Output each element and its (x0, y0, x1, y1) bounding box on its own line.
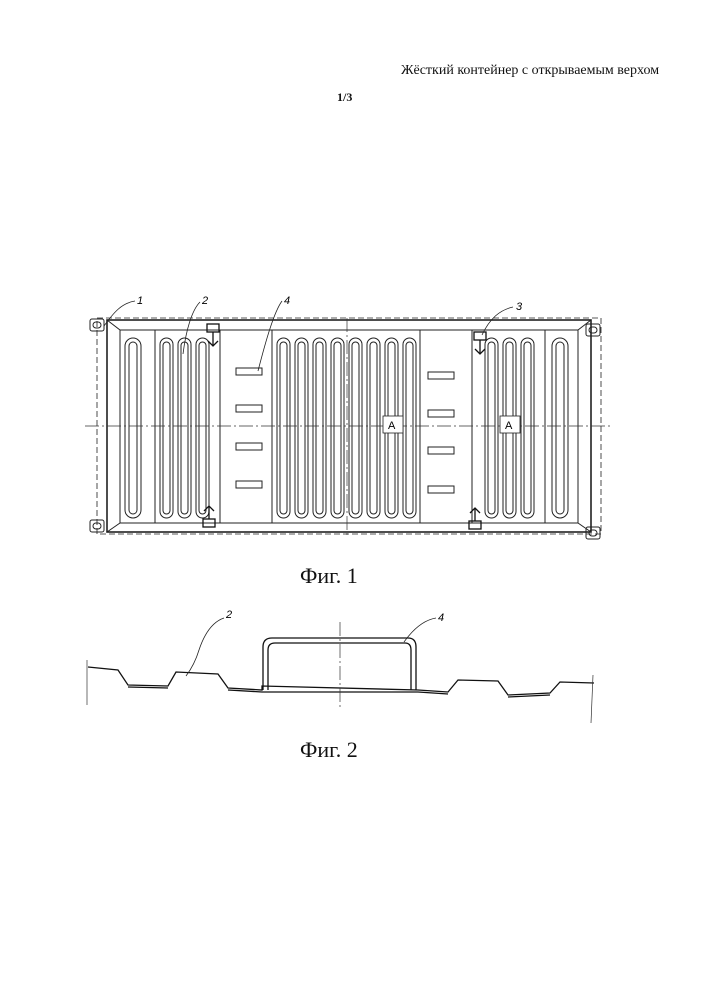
document-title: Жёсткий контейнер с открываемым верхом (380, 63, 680, 79)
fig2-callout-4: 4 (438, 612, 444, 624)
callout-2: 2 (201, 295, 208, 307)
section-label-a-2: А (505, 420, 513, 432)
callout-4: 4 (284, 295, 290, 307)
figure-2-drawing: 2 4 (0, 600, 707, 730)
figure-1-caption: Фиг. 1 (300, 563, 358, 589)
figure-2-caption: Фиг. 2 (300, 737, 358, 763)
sheet-number: 1/3 (337, 90, 352, 105)
callout-3: 3 (516, 301, 523, 313)
section-label-a-1: А (388, 420, 396, 432)
fig2-callout-2: 2 (225, 609, 232, 621)
figure-1-drawing: А А 1 2 4 3 (0, 280, 707, 560)
callout-1: 1 (137, 295, 143, 307)
